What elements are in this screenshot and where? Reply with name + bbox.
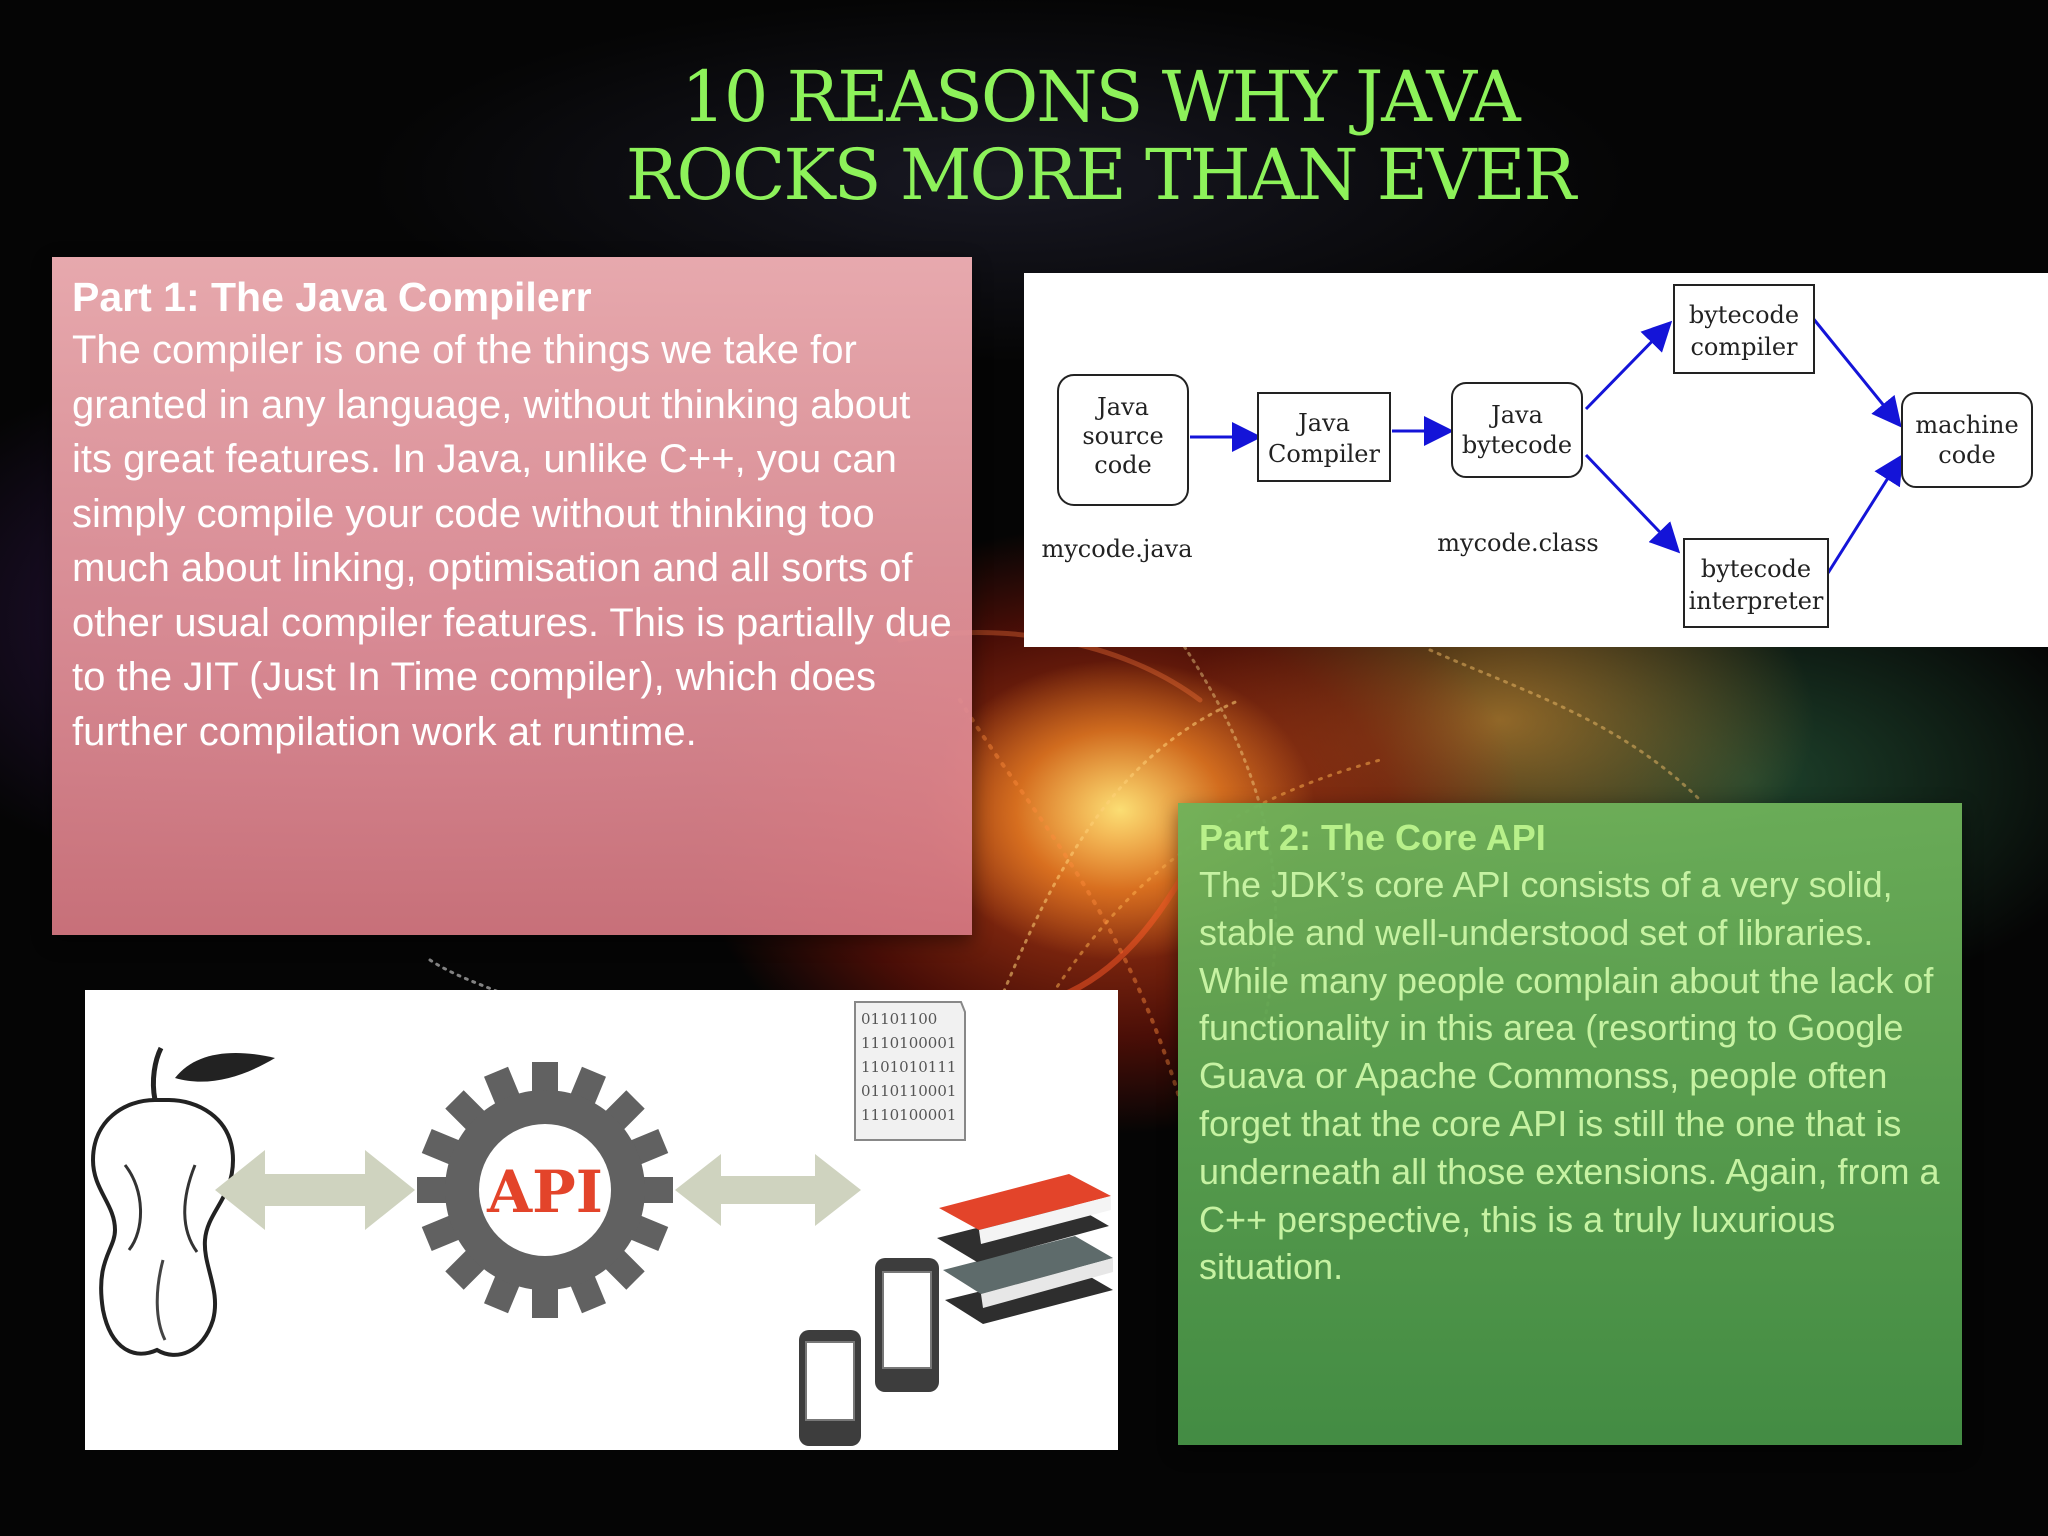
double-arrow-left (215, 1150, 415, 1230)
part1-heading: Part 1: The Java Compilerr (72, 274, 592, 320)
bytecode-label-1: Java (1488, 401, 1543, 429)
interpreter-label-1: bytecode (1701, 555, 1811, 583)
bytecode-interpreter-node (1683, 538, 1829, 628)
double-arrow-right (675, 1154, 861, 1226)
books-icon (937, 1174, 1113, 1324)
java-source-code-node (1057, 374, 1189, 506)
phone-icon (799, 1258, 939, 1446)
binary-line-1: 01101100 (861, 1010, 937, 1028)
java-compilation-flow-diagram: Java source code Java Compiler Java byte… (1024, 273, 2048, 647)
compiler-label-2: Compiler (1268, 440, 1380, 468)
binary-line-5: 1110100001 (861, 1106, 956, 1124)
source-label-1: Java (1094, 393, 1149, 421)
compiler-label-1: Java (1295, 409, 1350, 437)
machine-code-node (1901, 392, 2033, 488)
gear-icon: API (417, 1062, 673, 1318)
source-label-2: source (1082, 422, 1163, 450)
java-compiler-node (1257, 392, 1391, 482)
part1-text-box: Part 1: The Java Compilerr The compiler … (52, 257, 972, 935)
source-label-3: code (1094, 451, 1151, 479)
title-line-1: 10 REASONS WHY JAVA (681, 56, 1520, 138)
machine-label-1: machine (1915, 411, 2018, 439)
binary-line-3: 1101010111 (861, 1058, 956, 1076)
bc-compiler-label-1: bytecode (1689, 301, 1799, 329)
bytecode-label-2: bytecode (1462, 431, 1572, 459)
flow-arrows (1190, 316, 1904, 574)
binary-line-4: 0110110001 (861, 1082, 956, 1100)
bytecode-compiler-node (1673, 284, 1815, 374)
part1-body: The compiler is one of the things we tak… (72, 328, 952, 754)
part2-body: The JDK’s core API consists of a very so… (1199, 864, 1940, 1288)
java-bytecode-node (1451, 382, 1583, 478)
binary-file-icon: 01101100 1110100001 1101010111 011011000… (854, 1001, 966, 1141)
machine-label-2: code (1938, 441, 1995, 469)
part2-text-box: Part 2: The Core API The JDK’s core API … (1178, 803, 1962, 1445)
api-illustration: API 01101100 1110100001 1101010111 01101… (85, 990, 1118, 1450)
bc-compiler-label-2: compiler (1690, 333, 1798, 361)
apple-core-icon (90, 1046, 275, 1357)
part2-heading: Part 2: The Core API (1199, 817, 1546, 858)
flow-diagram-svg: Java source code Java Compiler Java byte… (1041, 284, 2033, 628)
binary-line-2: 1110100001 (861, 1034, 956, 1052)
slide-title: 10 REASONS WHY JAVA ROCKS MORE THAN EVER (560, 58, 1640, 214)
title-line-2: ROCKS MORE THAN EVER (625, 134, 1577, 216)
api-illustration-svg: API 01101100 1110100001 1101010111 01101… (90, 1001, 1113, 1446)
interpreter-label-2: interpreter (1689, 587, 1824, 615)
class-filename: mycode.class (1437, 529, 1598, 557)
api-label: API (486, 1158, 603, 1226)
source-filename: mycode.java (1041, 535, 1192, 563)
